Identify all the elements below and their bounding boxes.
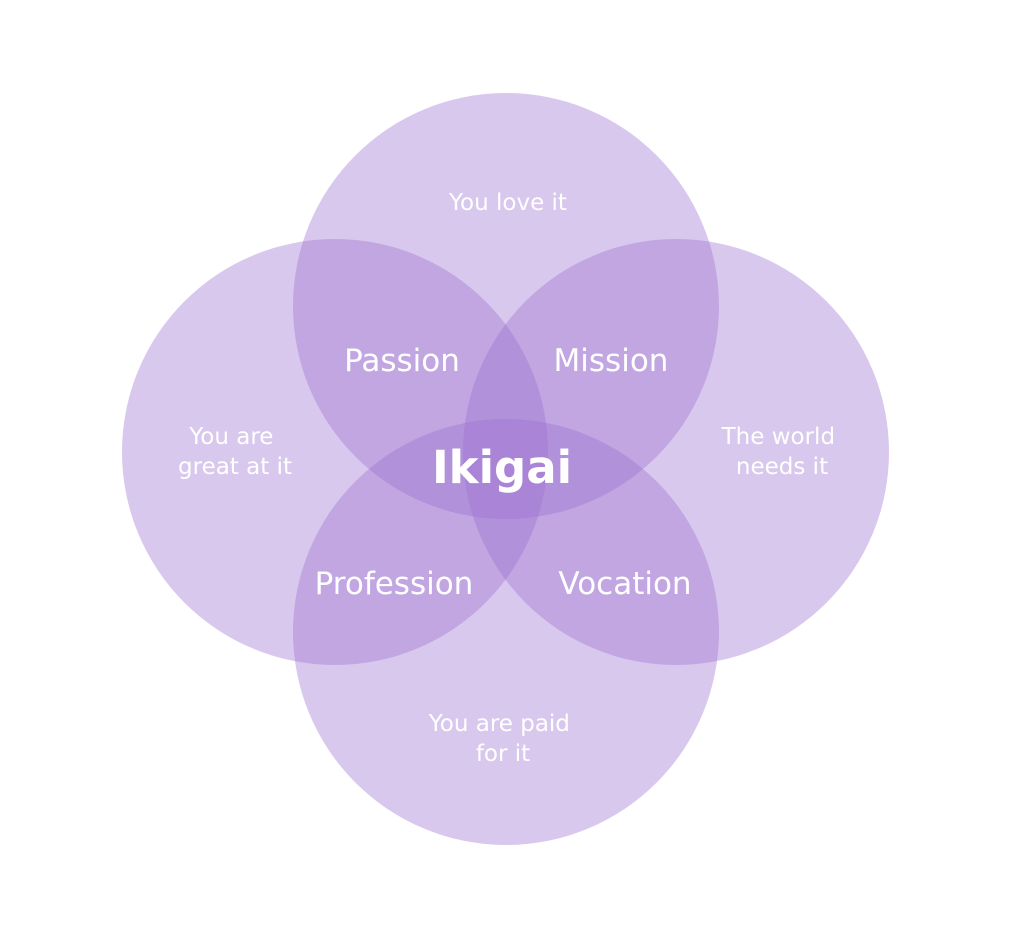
label-mission: Mission bbox=[554, 343, 669, 379]
label-you-are-paid-for-it-line1: You are paid bbox=[428, 711, 570, 737]
circle-the-world-needs-it bbox=[463, 239, 889, 665]
label-you-are-great-at-it-line1: You are bbox=[188, 424, 273, 450]
label-the-world-needs-it: The world needs it bbox=[721, 424, 843, 480]
label-you-are-great-at-it: You are great at it bbox=[178, 424, 292, 480]
label-you-are-paid-for-it-line2: for it bbox=[476, 741, 530, 767]
label-you-love-it: You love it bbox=[448, 190, 567, 216]
label-passion: Passion bbox=[344, 343, 460, 379]
label-vocation: Vocation bbox=[558, 566, 691, 602]
label-you-are-great-at-it-line2: great at it bbox=[178, 454, 292, 480]
label-the-world-needs-it-line1: The world bbox=[721, 424, 835, 450]
label-the-world-needs-it-line2: needs it bbox=[736, 454, 828, 480]
venn-circles bbox=[122, 93, 889, 845]
circle-you-love-it bbox=[293, 93, 719, 519]
circle-you-are-great-at-it bbox=[122, 239, 548, 665]
label-ikigai: Ikigai bbox=[432, 441, 572, 494]
label-profession: Profession bbox=[315, 566, 474, 602]
circle-you-are-paid-for-it bbox=[293, 419, 719, 845]
label-you-are-paid-for-it: You are paid for it bbox=[428, 711, 577, 767]
